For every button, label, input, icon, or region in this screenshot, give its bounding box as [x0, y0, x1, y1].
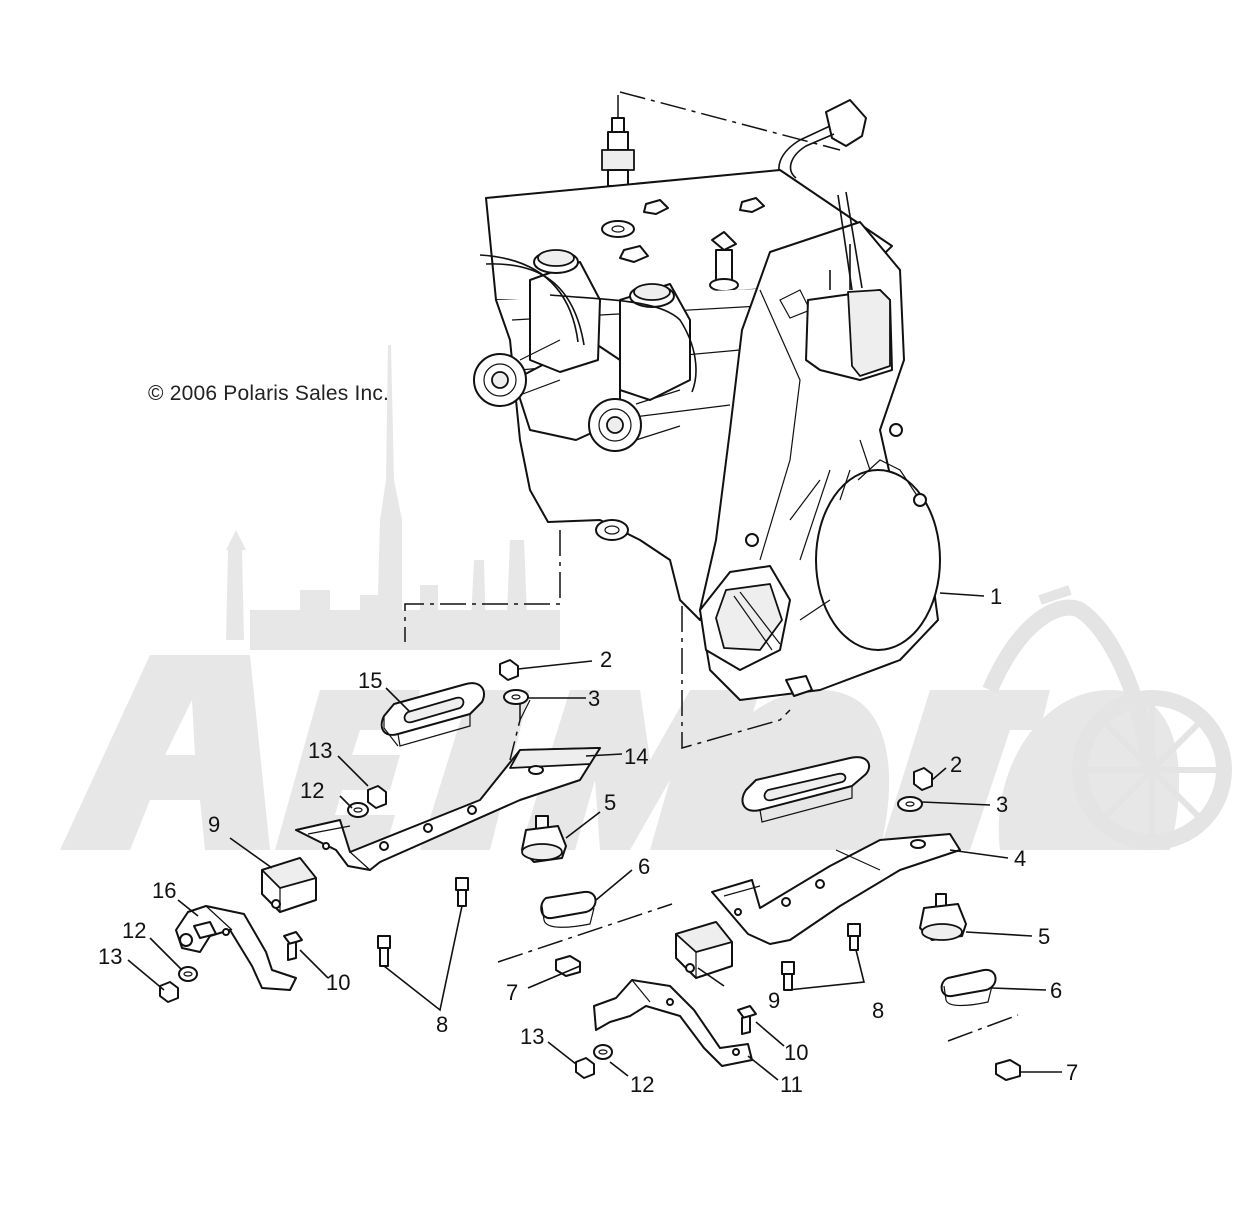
callout-2: 2: [950, 752, 962, 777]
callout-16: 16: [152, 878, 176, 903]
part-13-nut-c: [575, 1057, 595, 1079]
callout-1: 1: [990, 584, 1002, 609]
part-2-nut-left: [499, 659, 519, 681]
watermark-logo: [60, 345, 1232, 850]
part-11-bracket: [593, 979, 753, 1067]
alignment-line-7b: [947, 1014, 1019, 1042]
alignment-line-right-mount: [681, 606, 791, 749]
callout-9: 9: [768, 988, 780, 1013]
part-8-bolt-b: [377, 935, 391, 967]
part-8-bolt-c: [847, 923, 861, 951]
copyright-notice: © 2006 Polaris Sales Inc.: [148, 382, 390, 405]
callout-7: 7: [506, 980, 518, 1005]
part-4-bracket: [711, 833, 961, 945]
part-15-spacer: [380, 682, 485, 747]
part-6-pad-right: [940, 968, 997, 1007]
part-9-mount-block-left: [261, 857, 317, 913]
part-3-washer-left: [503, 689, 529, 705]
callout-2: 2: [600, 647, 612, 672]
callout-11: 11: [780, 1072, 803, 1097]
part-2-nut-right: [913, 767, 933, 791]
part-9-mount-block-right: [675, 921, 733, 979]
callout-3: 3: [996, 792, 1008, 817]
leader-lines: [127, 592, 1062, 1081]
callout-13: 13: [308, 738, 332, 763]
callout-5: 5: [604, 790, 616, 815]
callout-labels: 1 2 3 2 3 4 5 5 6 6 7 7 8 8 9 9 10 10 11…: [98, 584, 1078, 1097]
part-12-washer-c: [593, 1044, 613, 1060]
part-15-spacer-right: [741, 756, 871, 823]
callout-6: 6: [638, 854, 650, 879]
alignment-line-left-mount: [404, 530, 561, 642]
callout-3: 3: [588, 686, 600, 711]
part-7-nut-a: [555, 955, 581, 977]
part-5-engine-mount-right: [919, 893, 967, 941]
part-14-bracket: [295, 699, 601, 871]
callout-13: 13: [520, 1024, 544, 1049]
callout-14: 14: [624, 744, 648, 769]
callout-12: 12: [300, 778, 324, 803]
callout-8: 8: [436, 1012, 448, 1037]
part-3-washer-right: [897, 796, 923, 812]
callout-15: 15: [358, 668, 382, 693]
callout-10: 10: [784, 1040, 808, 1065]
engine-assembly: [473, 169, 941, 701]
part-8-bolt-a: [455, 877, 469, 907]
callout-7: 7: [1066, 1060, 1078, 1085]
callout-6: 6: [1050, 978, 1062, 1003]
part-10-bolt-left: [283, 931, 303, 961]
part-5-engine-mount-left: [521, 815, 567, 863]
part-13-nut-b: [159, 981, 179, 1003]
part-13-nut-a: [367, 785, 387, 809]
alignment-line-7a: [497, 903, 673, 963]
callout-4: 4: [1014, 846, 1026, 871]
callout-9: 9: [208, 812, 220, 837]
callout-12: 12: [630, 1072, 654, 1097]
part-6-pad-left: [540, 890, 597, 928]
callout-8: 8: [872, 998, 884, 1023]
callout-5: 5: [1038, 924, 1050, 949]
part-8-bolt-d: [781, 961, 795, 991]
part-16-bracket: [175, 905, 297, 991]
part-12-washer-b: [178, 966, 198, 982]
part-10-bolt-right: [737, 1005, 757, 1035]
callout-13: 13: [98, 944, 122, 969]
callout-10: 10: [326, 970, 350, 995]
part-7-nut-b: [995, 1059, 1021, 1081]
part-12-washer-a: [347, 802, 369, 818]
callout-12: 12: [122, 918, 146, 943]
